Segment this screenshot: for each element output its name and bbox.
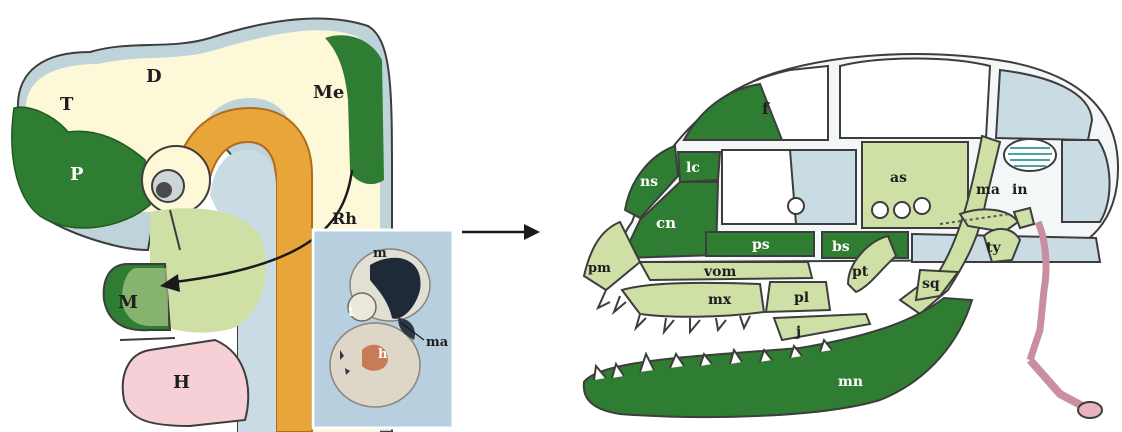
photo-label-ma: ma — [426, 335, 449, 350]
bone-hyoid-tip — [1078, 402, 1102, 418]
label-f: f — [762, 99, 770, 118]
embryo-photo-inset: m t ma h — [313, 230, 453, 428]
label-in: in — [1012, 182, 1028, 198]
label-T: T — [60, 94, 74, 115]
label-sq: sq — [922, 276, 940, 292]
label-pl: pl — [794, 290, 809, 306]
label-j: j — [794, 324, 801, 340]
embryo-eye-pupil — [156, 182, 172, 198]
label-cn: cn — [656, 214, 676, 232]
label-pm: pm — [588, 261, 611, 276]
label-M: M — [118, 292, 138, 313]
bone-occipital-1 — [1062, 140, 1110, 222]
label-bs: bs — [832, 239, 850, 255]
label-P: P — [70, 164, 84, 185]
foramen-3 — [894, 202, 910, 218]
label-Rh: Rh — [332, 209, 357, 228]
foramen-4 — [914, 198, 930, 214]
label-ns: ns — [640, 174, 658, 190]
foramen-1 — [788, 198, 804, 214]
bone-parietal — [840, 59, 990, 139]
label-D: D — [146, 66, 162, 87]
label-Me: Me — [313, 82, 344, 103]
bone-hyoid — [1030, 360, 1090, 410]
label-as: as — [890, 170, 907, 186]
skull-diagram: f ns lc cn ps bs as ma in ty pm vom mx p… — [584, 54, 1118, 418]
bone-upper-back — [996, 70, 1092, 140]
foramen-2 — [872, 202, 888, 218]
label-mx: mx — [708, 292, 732, 308]
label-ps: ps — [752, 237, 770, 253]
label-mn: mn — [838, 374, 863, 390]
label-ty: ty — [986, 240, 1001, 256]
bone-mx — [622, 283, 764, 317]
photo-label-m: m — [373, 246, 387, 261]
transition-arrow — [462, 224, 540, 240]
label-vom: vom — [703, 264, 736, 280]
arrow-head-icon — [524, 224, 540, 240]
label-H: H — [173, 372, 190, 393]
label-pt: pt — [852, 264, 869, 280]
label-lc: lc — [686, 160, 700, 176]
label-ma: ma — [976, 182, 1000, 198]
photo-label-t: t — [348, 305, 354, 320]
photo-label-h: h — [378, 347, 388, 362]
